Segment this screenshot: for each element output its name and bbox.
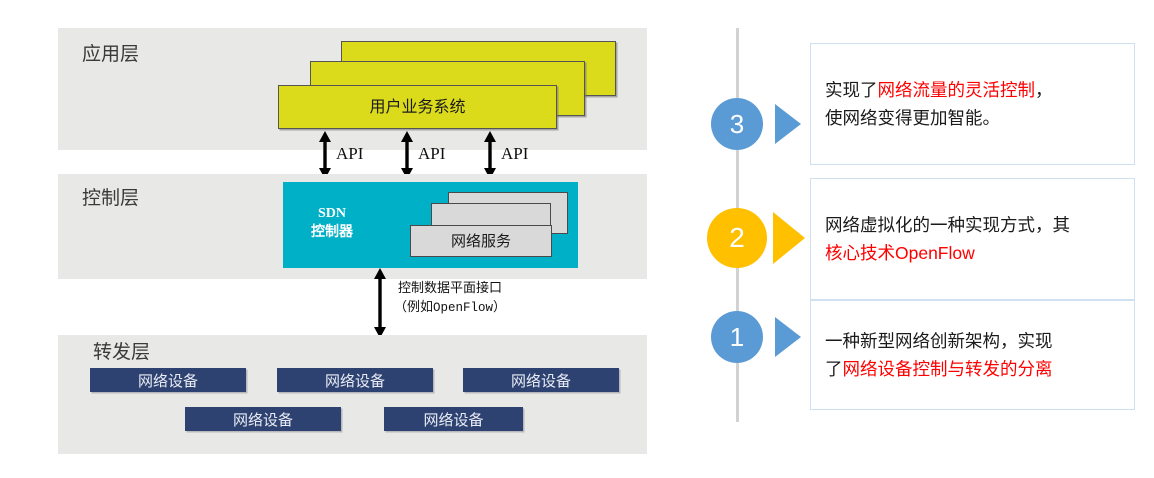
network-service-box-front[interactable]: 网络服务	[410, 225, 552, 257]
network-device-2[interactable]: 网络设备	[277, 368, 433, 392]
network-device-3-label: 网络设备	[510, 373, 571, 390]
point-text-2: 网络虚拟化的一种实现方式，其核心技术OpenFlow	[811, 211, 1070, 268]
point-badge-3[interactable]: 3	[711, 98, 763, 150]
point-badge-1-number: 1	[729, 321, 745, 352]
point-2-plain-1: 网络虚拟化的一种实现方式，其	[825, 214, 1070, 235]
point-arrow-1	[775, 317, 801, 357]
forwarding-layer-title: 转发层	[93, 342, 151, 363]
point-3-plain-3: 使网络变得更加智能。	[825, 108, 1000, 128]
point-badge-3-number: 3	[729, 108, 745, 139]
api-arrow-3	[484, 131, 496, 179]
sdn-controller-label: SDN 控制器	[295, 205, 369, 243]
network-device-1[interactable]: 网络设备	[90, 368, 246, 392]
point-2-highlight-1: 核心技术OpenFlow	[825, 243, 975, 263]
point-1-highlight-1: 网络设备控制与转发的分离	[842, 359, 1053, 379]
point-arrow-3	[775, 104, 801, 144]
control-layer-title: 控制层	[82, 188, 140, 209]
southbound-interface-label: 控制数据平面接口 （例如OpenFlow）	[394, 279, 506, 317]
point-3-highlight-1: 网络流量的灵活控制	[877, 79, 1036, 100]
southbound-interface-line2-open: （例如	[394, 298, 434, 314]
point-callout-2[interactable]: 网络虚拟化的一种实现方式，其核心技术OpenFlow	[810, 178, 1135, 300]
point-text-3: 实现了网络流量的灵活控制， 使网络变得更加智能。	[811, 76, 1053, 133]
point-3-plain-1: 实现了	[825, 79, 878, 100]
network-device-5-label: 网络设备	[423, 412, 484, 429]
point-badge-2[interactable]: 2	[707, 208, 767, 268]
point-arrow-2	[773, 212, 805, 264]
network-device-4-label: 网络设备	[232, 412, 293, 429]
point-callout-1[interactable]: 一种新型网络创新架构，实现了网络设备控制与转发的分离	[810, 300, 1135, 410]
application-layer-title: 应用层	[82, 44, 140, 65]
network-service-box-front-label: 网络服务	[450, 234, 511, 250]
point-3-plain-2: ，	[1035, 79, 1053, 100]
network-device-5[interactable]: 网络设备	[384, 407, 523, 431]
southbound-interface-line2-protocol: OpenFlow	[433, 300, 494, 315]
network-device-4[interactable]: 网络设备	[185, 407, 341, 431]
forwarding-layer-panel	[58, 335, 647, 454]
southbound-interface-line2-close: ）	[493, 298, 507, 314]
application-box-front-label: 用户业务系统	[369, 99, 466, 116]
point-badge-2-number: 2	[729, 222, 745, 253]
api-label-3: API	[501, 144, 529, 163]
point-1-plain-2: 了	[825, 359, 843, 379]
network-device-1-label: 网络设备	[137, 373, 198, 390]
api-label-2: API	[418, 144, 446, 163]
api-arrow-1	[319, 131, 331, 179]
network-device-2-label: 网络设备	[324, 373, 385, 390]
api-arrow-2	[401, 131, 413, 179]
point-text-1: 一种新型网络创新架构，实现了网络设备控制与转发的分离	[811, 327, 1053, 384]
point-badge-1[interactable]: 1	[711, 311, 763, 363]
sdn-controller-label-line2: 控制器	[311, 224, 353, 240]
point-callout-3[interactable]: 实现了网络流量的灵活控制， 使网络变得更加智能。	[810, 43, 1135, 165]
network-device-3[interactable]: 网络设备	[463, 368, 619, 392]
point-1-plain-1: 一种新型网络创新架构，实现	[825, 330, 1053, 351]
api-label-1: API	[336, 144, 364, 163]
southbound-interface-line1: 控制数据平面接口	[398, 280, 503, 295]
sdn-controller-label-line1: SDN	[317, 206, 346, 221]
southbound-interface-arrow	[374, 268, 386, 338]
application-box-front[interactable]: 用户业务系统	[278, 85, 557, 129]
